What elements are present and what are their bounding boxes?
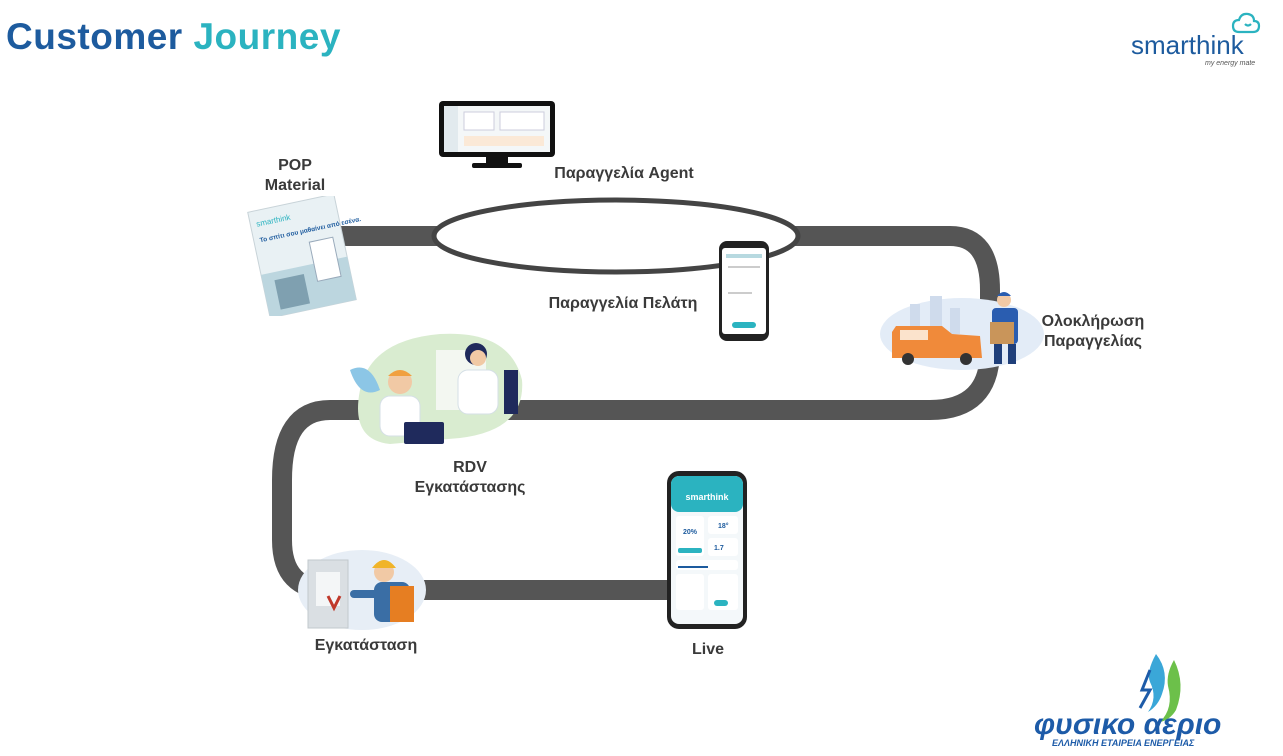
fysiko-aerio-tagline: ΕΛΛΗΝΙΚΗ ΕΤΑΙΡΕΙΑ ΕΝΕΡΓΕΙΑΣ xyxy=(1052,738,1195,748)
step-pop-label: POP Material xyxy=(264,157,326,194)
step-rdv-label: RDV Εγκατάστασης xyxy=(414,459,526,496)
app-value-1: 20% xyxy=(683,529,698,536)
step-agent-label: Παραγγελία Agent xyxy=(554,165,694,182)
title-word-2: Journey xyxy=(193,16,341,57)
app-value-3: 1.7 xyxy=(714,545,724,552)
smarthink-logo: smarthink my energy mate xyxy=(1131,8,1271,68)
installer-illustration xyxy=(298,546,428,630)
app-brand: smarthink xyxy=(685,492,729,502)
step-customer-label: Παραγγελία Πελάτη xyxy=(548,295,698,312)
step-install-label: Εγκατάσταση xyxy=(314,637,418,654)
flame-icon xyxy=(1138,654,1181,722)
step-completion-label: Ολοκλήρωση Παραγγελίας xyxy=(1041,313,1145,350)
track-path xyxy=(272,226,1000,600)
monitor-icon xyxy=(436,98,558,172)
call-center-illustration xyxy=(340,330,526,446)
page-title: Customer Journey xyxy=(6,16,341,58)
live-app-phone: smarthink 20% 18° 1.7 xyxy=(666,470,748,630)
title-word-1: Customer xyxy=(6,16,183,57)
delivery-illustration xyxy=(880,286,1045,370)
smarthink-wordmark: smarthink xyxy=(1131,30,1245,60)
app-value-2: 18° xyxy=(718,522,729,530)
step-live-label: Live xyxy=(691,641,724,658)
fysiko-aerio-wordmark: φυσικο αεριο xyxy=(1034,708,1221,741)
order-loop-ring xyxy=(431,197,801,275)
smarthink-tagline: my energy mate xyxy=(1205,60,1255,67)
customer-phone-icon xyxy=(718,240,770,342)
fysiko-aerio-logo: φυσικο αεριο ΕΛΛΗΝΙΚΗ ΕΤΑΙΡΕΙΑ ΕΝΕΡΓΕΙΑΣ xyxy=(1030,650,1270,750)
pop-booklet-image: smarthink Το σπίτι σου μαθαίνει από εσέν… xyxy=(240,193,365,319)
cloud-icon xyxy=(1231,12,1261,34)
